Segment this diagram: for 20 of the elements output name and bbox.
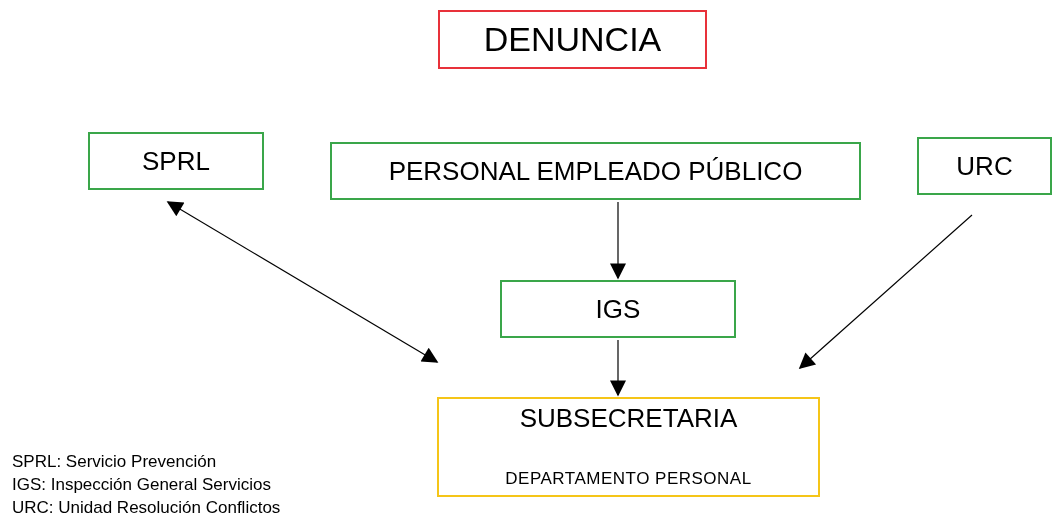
box-title: SUBSECRETARIA xyxy=(519,403,738,434)
process-box xyxy=(917,137,1052,195)
legend-note: IGS: Inspección General Servicios xyxy=(12,475,271,495)
box-title: URC xyxy=(956,150,1013,182)
process-box xyxy=(330,142,861,200)
process-box xyxy=(438,10,707,69)
box-title: SPRL xyxy=(142,145,210,177)
legend-note: URC: Unidad Resolución Conflictos xyxy=(12,498,281,518)
box-title: PERSONAL EMPLEADO PÚBLICO xyxy=(388,155,803,187)
legend-note: SPRL: Servicio Prevención xyxy=(12,452,217,472)
arrow xyxy=(610,201,626,280)
process-box xyxy=(88,132,264,190)
process-box xyxy=(500,280,736,338)
arrow xyxy=(610,339,626,397)
box-subtitle: DEPARTAMENTO PERSONAL xyxy=(505,469,752,489)
arrow xyxy=(798,214,973,370)
process-box xyxy=(437,397,820,497)
arrow xyxy=(166,201,439,363)
box-title: DENUNCIA xyxy=(483,20,662,59)
box-title: IGS xyxy=(595,293,641,325)
